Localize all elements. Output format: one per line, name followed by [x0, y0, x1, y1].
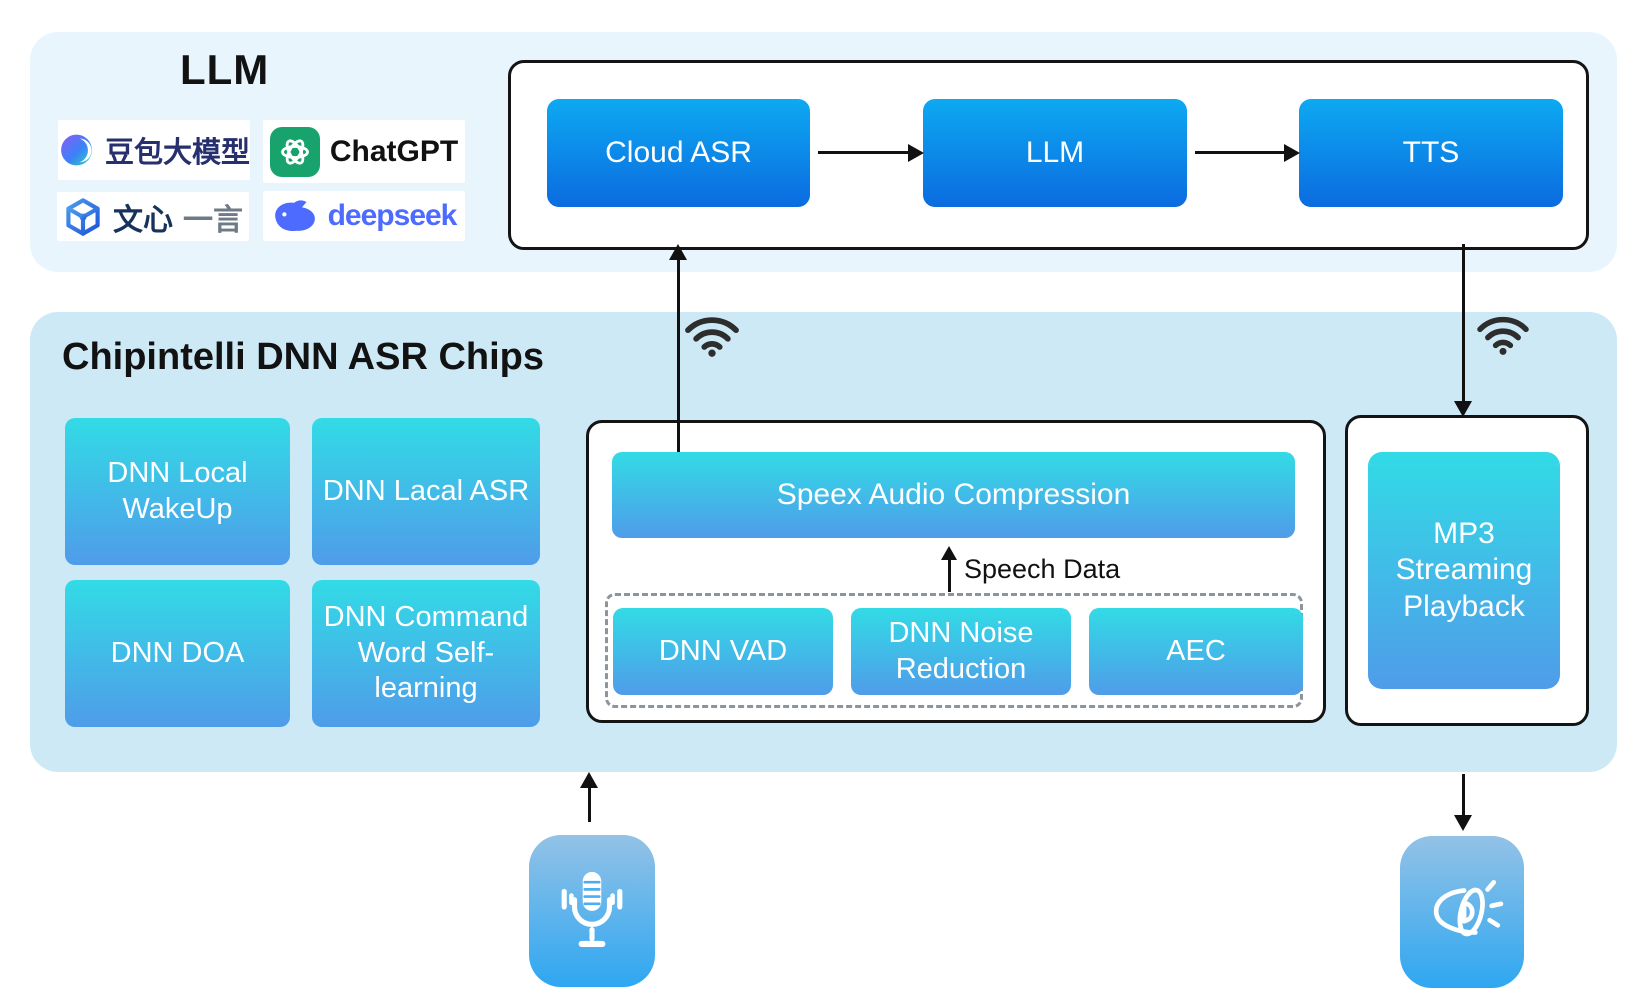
chatgpt-icon	[269, 126, 320, 177]
doubao-label: 豆包大模型	[104, 137, 250, 169]
arrow-downlink-line	[1462, 244, 1465, 402]
cloud-asr-node: Cloud ASR	[547, 99, 810, 207]
microphone-icon	[529, 835, 655, 987]
deepseek-logo-card: deepseek	[263, 191, 465, 241]
llm-panel-title: LLM	[180, 46, 270, 93]
doubao-icon	[61, 134, 92, 166]
chatgpt-logo-card: ChatGPT	[263, 120, 465, 183]
arrow-speech-data-line	[948, 558, 951, 592]
arrow-uplink-head	[669, 244, 687, 260]
wenxin-icon	[66, 197, 100, 236]
arrow-speaker-output-line	[1462, 774, 1465, 816]
dnn-vad-box: DNN VAD	[613, 608, 833, 695]
arrow-llm-to-tts-head	[1284, 144, 1300, 162]
aec-box: AEC	[1089, 608, 1303, 695]
chip-panel-title: Chipintelli DNN ASR Chips	[62, 336, 545, 378]
deepseek-label: deepseek	[327, 199, 458, 232]
wenxin-label-secondary: 一言	[183, 203, 243, 237]
arrow-downlink-head	[1454, 401, 1472, 417]
deepseek-icon	[274, 200, 315, 232]
wenxin-logo-card: 文心一言	[57, 192, 249, 241]
feature-box-local-asr: DNN Lacal ASR	[312, 418, 540, 565]
feature-box-command-word: DNN Command Word Self-learning	[312, 580, 540, 727]
arrow-uplink-line	[677, 258, 680, 452]
doubao-logo-card: 豆包大模型	[58, 120, 250, 180]
speech-data-label: Speech Data	[964, 554, 1121, 584]
wifi-icon	[1477, 316, 1529, 355]
arrow-speaker-output-head	[1454, 815, 1472, 831]
mp3-playback-box: MP3 Streaming Playback	[1368, 452, 1560, 689]
feature-box-doa: DNN DOA	[65, 580, 290, 727]
arrow-llm-to-tts-line	[1195, 151, 1284, 154]
speex-compression-box: Speex Audio Compression	[612, 452, 1295, 538]
chatgpt-label: ChatGPT	[329, 134, 459, 168]
arrow-mic-input-line	[588, 786, 591, 822]
arrow-cloudasr-to-llm-line	[818, 151, 908, 154]
llm-node: LLM	[923, 99, 1187, 207]
tts-node: TTS	[1299, 99, 1563, 207]
arrow-mic-input-head	[580, 772, 598, 788]
wifi-icon	[685, 317, 739, 357]
feature-box-local-wakeup: DNN Local WakeUp	[65, 418, 290, 565]
wenxin-label-primary: 文心	[113, 203, 173, 237]
speaker-icon	[1400, 836, 1524, 988]
dnn-noise-reduction-box: DNN Noise Reduction	[851, 608, 1071, 695]
arrow-speech-data-head	[941, 546, 957, 560]
arrow-cloudasr-to-llm-head	[908, 144, 924, 162]
